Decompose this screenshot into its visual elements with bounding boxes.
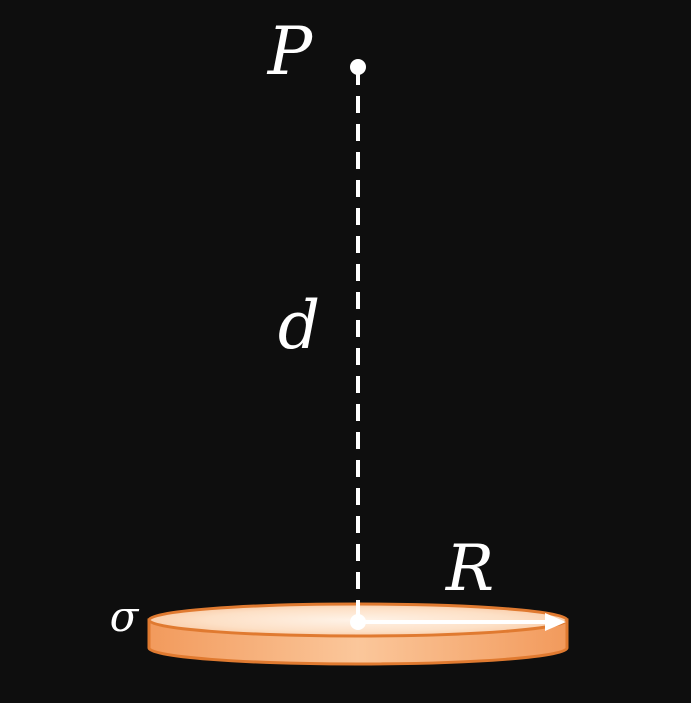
radius-arrow-head (545, 613, 566, 631)
label-radius-r: R (445, 532, 494, 606)
point-p-dot (350, 59, 366, 75)
radius-arrow (358, 613, 566, 631)
label-point-p: P (267, 13, 314, 90)
label-charge-density-sigma: σ (110, 592, 140, 641)
label-distance-d: d (278, 287, 320, 364)
